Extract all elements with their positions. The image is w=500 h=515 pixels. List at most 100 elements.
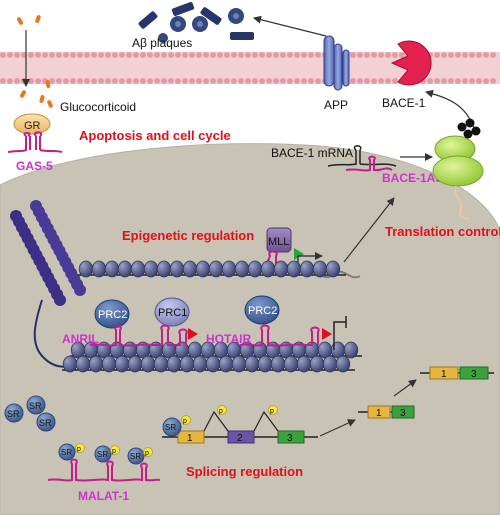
lipid-head [462, 78, 468, 84]
nucleosome [187, 341, 203, 359]
malat1-sr-proteins [58, 443, 153, 465]
lipid-head [35, 52, 41, 58]
lipid-head [147, 52, 153, 58]
lipid-head [210, 78, 216, 84]
prc2-right-label: PRC2 [248, 305, 277, 317]
nucleosome [260, 260, 276, 278]
lipid-head [273, 78, 279, 84]
lipid-head [105, 52, 111, 58]
lipid-head [0, 78, 6, 84]
lipid-head [308, 52, 314, 58]
chromatin-granule [54, 294, 66, 306]
bace1-label: BACE-1 [382, 96, 426, 110]
lipid-head [189, 78, 195, 84]
nucleosome [283, 355, 299, 373]
lipid-head [91, 78, 97, 84]
lipid-head [126, 52, 132, 58]
nucleosome [218, 355, 234, 373]
malat1-label: MALAT-1 [78, 489, 129, 503]
lipid-head [154, 52, 160, 58]
nucleosome [62, 355, 78, 373]
lipid-head [63, 52, 69, 58]
nucleosome [257, 355, 273, 373]
lipid-head [441, 52, 447, 58]
lipid-head [35, 78, 41, 84]
nucleosome [153, 355, 169, 373]
malat1-p-label-2: p [112, 448, 116, 455]
lipid-head [147, 78, 153, 84]
lipid-head [378, 78, 384, 84]
sr-label-3: SR [39, 418, 52, 428]
nucleosome [192, 355, 208, 373]
splicing-arrow [319, 419, 356, 437]
nucleosome [114, 355, 130, 373]
lipid-head [392, 78, 398, 84]
lipid-head [245, 52, 251, 58]
malat1-sr-label-1: SR [61, 448, 72, 457]
glucocorticoid-molecules [17, 15, 53, 108]
prc1-label: PRC1 [158, 307, 187, 319]
lipid-head [364, 52, 370, 58]
lipid-head [182, 78, 188, 84]
lipid-head [252, 52, 258, 58]
pre-mrna-p-label-3: p [270, 408, 274, 415]
lipid-head [182, 52, 188, 58]
prc2-left-complex [94, 299, 130, 329]
pre-mrna-p-label-1: p [183, 418, 187, 425]
ribosome [432, 118, 484, 220]
nucleosome [244, 355, 260, 373]
pre-mrna-sr-label: SR [165, 423, 176, 432]
lipid-head [371, 52, 377, 58]
nucleosome-row-top [78, 260, 346, 278]
lipid-head [140, 52, 146, 58]
lipid-head [161, 78, 167, 84]
lipid-head [301, 78, 307, 84]
lipid-head [238, 52, 244, 58]
nucleosome [299, 260, 315, 278]
nucleosome [117, 260, 133, 278]
lipid-head [287, 78, 293, 84]
splicing-title: Splicing regulation [186, 464, 303, 479]
chromosome [10, 200, 87, 368]
malat1-p-label-1: p [77, 446, 81, 453]
sr-label-1: SR [7, 409, 20, 419]
lipid-head [84, 78, 90, 84]
lipid-head [364, 78, 370, 84]
lipid-head [483, 52, 489, 58]
sr-proteins-free [4, 395, 56, 432]
lipid-head [434, 52, 440, 58]
lipid-head [70, 78, 76, 84]
glucocorticoid-label: Glucocorticoid [60, 100, 136, 114]
nucleus [0, 143, 500, 515]
lipid-head [175, 78, 181, 84]
prc2-right-complex [244, 295, 280, 325]
anril-rna [89, 324, 188, 347]
lipid-head [490, 78, 496, 84]
lipid-head [385, 78, 391, 84]
splice-lines [203, 410, 279, 432]
lipid-head [28, 52, 34, 58]
prc1-complex [154, 297, 190, 327]
lipid-head [28, 78, 34, 84]
lipid-head [266, 52, 272, 58]
lipid-head [378, 52, 384, 58]
lipid-head [98, 78, 104, 84]
pre-mrna-sr-proteins [162, 405, 278, 437]
nucleosome [343, 341, 359, 359]
lipid-head [168, 78, 174, 84]
lipid-head [294, 52, 300, 58]
translation-title: Translation control [385, 224, 500, 239]
mll-complex [266, 227, 292, 253]
lipid-head [308, 78, 314, 84]
lipid-head [490, 52, 496, 58]
lipid-head [217, 78, 223, 84]
lipid-head [371, 78, 377, 84]
lipid-head [112, 52, 118, 58]
nucleosome [273, 260, 289, 278]
lipid-head [56, 78, 62, 84]
nucleosome [182, 260, 198, 278]
lipid-head [140, 78, 146, 84]
lipid-head [126, 78, 132, 84]
sr-label-2: SR [29, 401, 42, 411]
